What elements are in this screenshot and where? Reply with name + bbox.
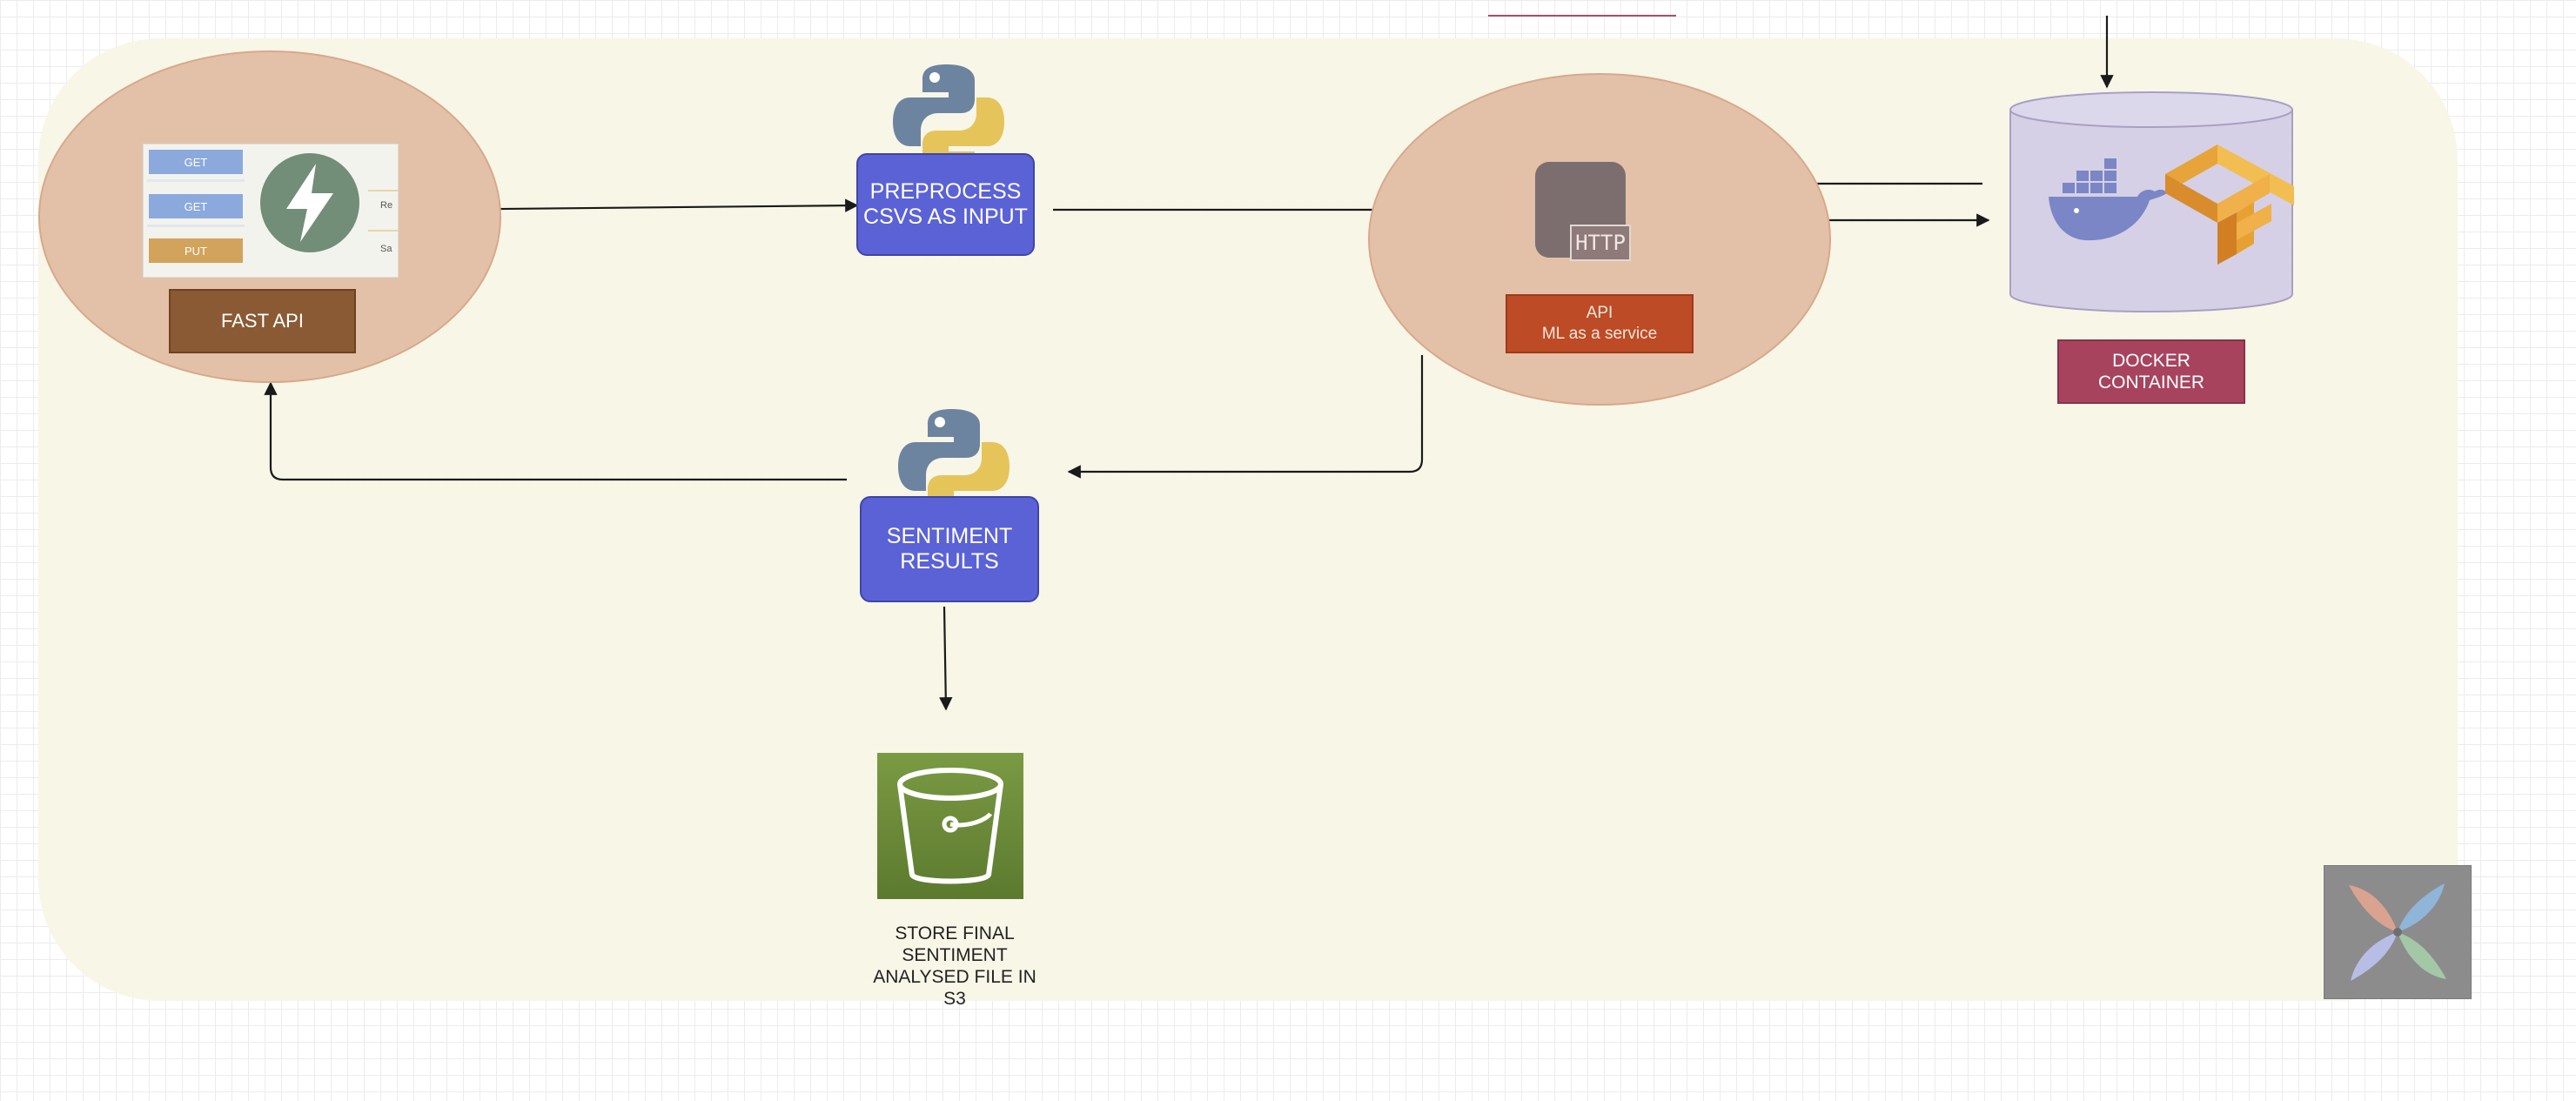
airflow-tile	[2324, 865, 2472, 999]
s3-caption-line4: S3	[943, 989, 966, 1009]
api-subtitle: ML as a service	[1541, 325, 1658, 343]
docker-whale-icon	[2049, 158, 2167, 241]
docker-line1: DOCKER	[2112, 351, 2190, 371]
s3-caption-line2: SENTIMENT	[902, 945, 1008, 965]
sentiment-results-box: SENTIMENT RESULTS	[860, 496, 1039, 602]
preprocess-box: PREPROCESS CSVS AS INPUT	[856, 153, 1035, 256]
connector-api-to-sentiment	[1067, 355, 1424, 479]
endpoint-get-2: GET	[149, 194, 243, 218]
sentiment-line2: RESULTS	[900, 549, 999, 574]
api-label-box: API ML as a service	[1506, 294, 1694, 353]
endpoint-get-1-label: GET	[184, 155, 208, 169]
endpoint-get-1: GET	[149, 150, 243, 174]
api-title: API	[1586, 304, 1613, 322]
http-tag-text: HTTP	[1575, 231, 1626, 255]
docker-label-box: DOCKER CONTAINER	[2057, 339, 2245, 404]
fastapi-lightning-icon	[260, 153, 359, 252]
fastapi-label: FAST API	[221, 310, 304, 332]
card-divider-b	[368, 230, 398, 232]
endpoint-get-2-label: GET	[184, 199, 208, 213]
endpoint-divider-2	[147, 225, 245, 227]
fragment-sa: Sa	[380, 244, 392, 254]
fragment-re: Re	[380, 200, 393, 211]
endpoint-put-label: PUT	[184, 244, 207, 258]
card-divider-a	[368, 190, 398, 191]
connector-sentiment-to-s3	[939, 606, 953, 711]
docker-line2: CONTAINER	[2097, 373, 2205, 393]
s3-caption-line3: ANALYSED FILE IN	[873, 967, 1036, 987]
connector-sentiment-to-fastapi	[264, 381, 847, 481]
sentiment-line1: SENTIMENT	[886, 524, 1013, 548]
endpoint-put: PUT	[149, 238, 243, 263]
preprocess-line2: CSVS AS INPUT	[863, 205, 1028, 229]
fastapi-label-box: FAST API	[169, 289, 356, 353]
offscreen-shape-edge	[1488, 15, 1676, 17]
http-tag: HTTP	[1570, 225, 1631, 261]
preprocess-line1: PREPROCESS	[869, 179, 1022, 204]
s3-caption: STORE FINAL SENTIMENT ANALYSED FILE IN S…	[860, 923, 1050, 1010]
fastapi-docs-card: GET GET PUT Re Sa	[143, 144, 399, 278]
tensorflow-logo-icon	[2165, 144, 2294, 265]
endpoint-divider-1	[147, 179, 245, 182]
s3-caption-line1: STORE FINAL	[895, 923, 1015, 943]
s3-bucket-icon	[897, 768, 1003, 884]
airflow-pinwheel-icon	[2349, 883, 2446, 981]
s3-bucket-tile	[877, 753, 1023, 899]
